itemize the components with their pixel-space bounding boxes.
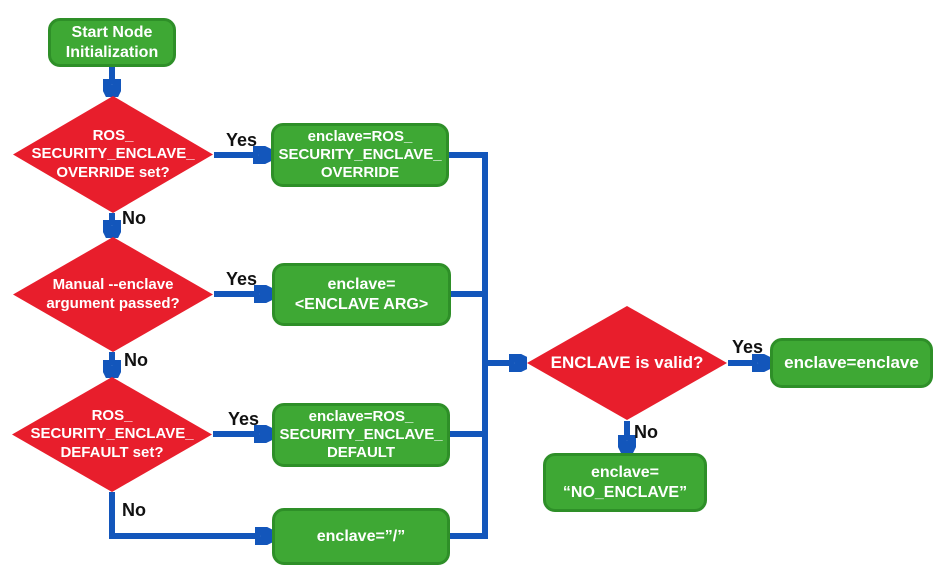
start-node-label: Start Node Initialization	[65, 23, 159, 61]
result-enclave-default: enclave=ROS_ SECURITY_ENCLAVE_ DEFAULT	[272, 403, 450, 467]
decision-manual-enclave-label: Manual --enclave argument passed?	[46, 276, 180, 312]
decision-default-set: ROS_ SECURITY_ENCLAVE_ DEFAULT set?	[12, 377, 212, 492]
result-enclave-arg-label: enclave= <ENCLAVE ARG>	[294, 275, 429, 313]
edge-label-override-yes: Yes	[226, 130, 258, 150]
result-no-enclave-label: enclave= “NO_ENCLAVE”	[562, 463, 688, 501]
result-enclave-root-label: enclave=”/”	[316, 527, 406, 545]
decision-enclave-valid-label: ENCLAVE is valid?	[550, 352, 704, 372]
result-enclave-override: enclave=ROS_ SECURITY_ENCLAVE_ OVERRIDE	[271, 123, 449, 187]
edge-label-override-no: No	[122, 208, 146, 228]
result-enclave-default-label: enclave=ROS_ SECURITY_ENCLAVE_ DEFAULT	[279, 407, 443, 462]
edge-label-valid-yes: Yes	[732, 337, 764, 357]
result-enclave-root: enclave=”/”	[272, 508, 450, 565]
decision-enclave-valid: ENCLAVE is valid?	[527, 306, 727, 420]
decision-default-set-label: ROS_ SECURITY_ENCLAVE_ DEFAULT set?	[30, 407, 194, 461]
edge-label-valid-no: No	[634, 422, 658, 442]
edge-label-manual-no: No	[124, 350, 148, 370]
edge-label-manual-yes: Yes	[226, 269, 258, 289]
decision-override-set: ROS_ SECURITY_ENCLAVE_ OVERRIDE set?	[13, 96, 213, 213]
decision-manual-enclave: Manual --enclave argument passed?	[13, 237, 213, 352]
result-enclave-enclave: enclave=enclave	[770, 338, 933, 388]
start-node: Start Node Initialization	[48, 18, 176, 67]
edge-label-default-no: No	[122, 500, 146, 520]
result-enclave-override-label: enclave=ROS_ SECURITY_ENCLAVE_ OVERRIDE	[278, 127, 442, 182]
result-enclave-arg: enclave= <ENCLAVE ARG>	[272, 263, 451, 326]
result-enclave-enclave-label: enclave=enclave	[784, 352, 919, 372]
decision-override-set-label: ROS_ SECURITY_ENCLAVE_ OVERRIDE set?	[31, 127, 195, 181]
result-no-enclave: enclave= “NO_ENCLAVE”	[543, 453, 707, 512]
edge-label-default-yes: Yes	[228, 409, 260, 429]
